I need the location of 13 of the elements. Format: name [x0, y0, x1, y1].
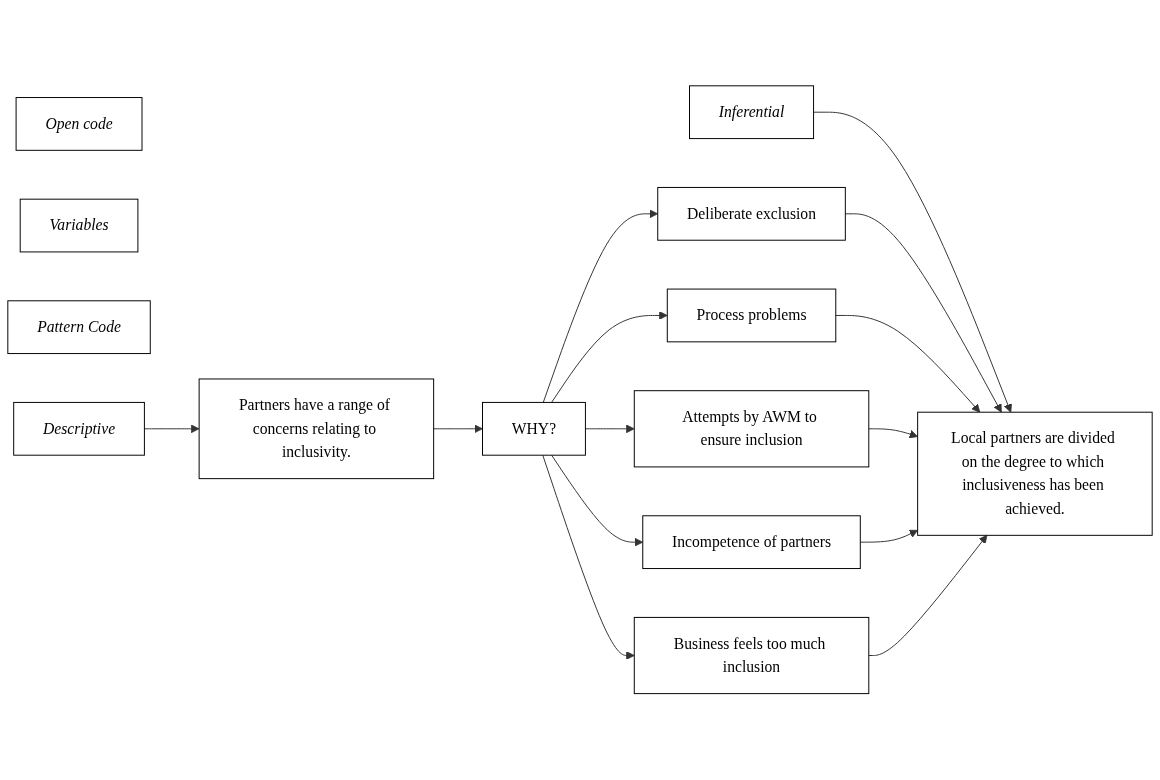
node-box: Deliberate exclusion: [657, 187, 846, 241]
node-box: Process problems: [666, 288, 837, 343]
node-box: Variables: [19, 198, 139, 253]
node-box: WHY?: [482, 402, 586, 456]
node-box: Partners have a range of concerns relating to inclusivity.: [198, 378, 435, 480]
node-box: Open code: [15, 97, 143, 152]
node-box: Descriptive: [13, 402, 145, 456]
node-box: Attempts by AWM to ensure inclusion: [633, 390, 870, 468]
node-box: Inferential: [689, 85, 815, 140]
node-box: Incompetence of partners: [642, 515, 861, 570]
node-box: Business feels too much inclusion: [633, 617, 870, 695]
node-box: Local partners are divided on the degree to which inclusiveness has been achieved.: [917, 412, 1153, 537]
node-box: Pattern Code: [7, 300, 151, 355]
